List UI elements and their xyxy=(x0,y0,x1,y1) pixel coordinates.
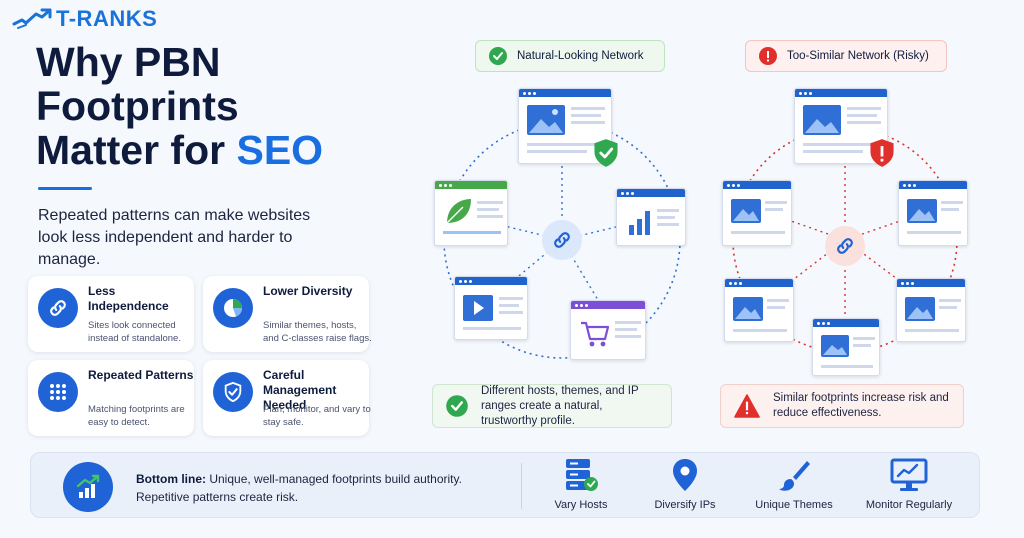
title-line-1: Why PBN xyxy=(36,39,221,85)
bottom-line-label: Bottom line: xyxy=(136,472,206,486)
natural-network-note: Different hosts, themes, and IP ranges c… xyxy=(432,384,672,428)
tip-monitor-regularly: Monitor Regularly xyxy=(849,457,969,511)
card-desc: Sites look connected instead of standalo… xyxy=(88,320,181,344)
pie-chart-icon xyxy=(213,288,253,328)
risky-network-label: Too-Similar Network (Risky) xyxy=(745,40,947,72)
title-divider xyxy=(38,187,92,190)
card-title: Careful Management Needed xyxy=(263,368,337,412)
paintbrush-icon xyxy=(779,461,810,491)
card-careful-management: Careful Management Needed Plan, monitor,… xyxy=(203,360,371,436)
image-icon xyxy=(821,335,875,368)
risky-network-diagram xyxy=(700,80,990,380)
card-less-independence: Less Independence Sites look connected i… xyxy=(28,276,194,352)
tip-diversify-ips: Diversify IPs xyxy=(625,457,745,511)
server-check-icon xyxy=(566,459,598,491)
card-desc: Plan, monitor, and vary to stay safe. xyxy=(263,404,371,428)
site-window-clone xyxy=(724,278,794,342)
bar-chart-icon xyxy=(629,209,679,235)
growth-chart-icon xyxy=(63,462,113,512)
title-accent: SEO xyxy=(236,127,324,173)
image-icon xyxy=(907,199,963,234)
check-circle-icon xyxy=(446,395,468,417)
card-title: Repeated Patterns xyxy=(88,368,194,382)
link-hub-icon xyxy=(825,226,865,266)
image-icon xyxy=(905,297,961,332)
leaf-icon xyxy=(443,199,503,234)
site-window-clone xyxy=(722,180,792,246)
dot-grid-icon xyxy=(38,372,78,412)
card-desc: Similar themes, hosts, and C-classes rai… xyxy=(263,320,372,344)
monitor-chart-icon xyxy=(890,458,928,491)
logo-mark-icon xyxy=(12,8,52,29)
natural-network-label: Natural-Looking Network xyxy=(475,40,665,72)
site-window-clone xyxy=(898,180,968,246)
site-window-cart xyxy=(570,300,646,360)
play-icon xyxy=(463,295,523,330)
image-icon xyxy=(803,105,881,153)
tip-vary-hosts: Vary Hosts xyxy=(521,457,641,511)
bottom-line-text: Bottom line: Unique, well-managed footpr… xyxy=(136,472,462,504)
image-icon xyxy=(733,297,789,332)
card-title: Less Independence xyxy=(88,284,169,313)
site-window-leaf xyxy=(434,180,508,246)
alert-circle-icon xyxy=(759,47,777,65)
link-icon xyxy=(38,288,78,328)
location-pin-icon xyxy=(673,459,697,491)
title-line-3: Matter for SEO xyxy=(36,127,324,173)
card-title: Lower Diversity xyxy=(263,284,353,298)
card-lower-diversity: Lower Diversity Similar themes, hosts, a… xyxy=(203,276,372,352)
image-icon xyxy=(731,199,787,234)
brand-logo: T-RANKS xyxy=(12,6,157,32)
site-window-chart xyxy=(616,188,686,246)
shield-check-icon xyxy=(594,139,618,167)
check-circle-icon xyxy=(489,47,507,65)
brand-name: T-RANKS xyxy=(56,6,158,31)
risky-network-note: Similar footprints increase risk and red… xyxy=(720,384,964,428)
site-window-clone xyxy=(896,278,966,342)
image-icon xyxy=(527,105,605,153)
shield-alert-icon xyxy=(870,139,894,167)
natural-network-diagram xyxy=(420,80,710,380)
site-window-video xyxy=(454,276,528,340)
warning-triangle-icon xyxy=(734,394,760,418)
card-desc: Matching footprints are easy to detect. xyxy=(88,404,185,428)
link-hub-icon xyxy=(542,220,582,260)
bottom-line-panel: Bottom line: Unique, well-managed footpr… xyxy=(30,452,980,518)
shield-check-icon xyxy=(213,372,253,412)
title-line-2: Footprints xyxy=(36,83,239,129)
tip-unique-themes: Unique Themes xyxy=(734,457,854,511)
shopping-cart-icon xyxy=(581,321,641,347)
intro-text: Repeated patterns can make websites look… xyxy=(38,207,311,268)
site-window-clone xyxy=(812,318,880,376)
page-title: Why PBN Footprints Matter for SEO xyxy=(36,40,396,172)
card-repeated-patterns: Repeated Patterns Matching footprints ar… xyxy=(28,360,194,436)
bottom-divider xyxy=(521,463,522,509)
